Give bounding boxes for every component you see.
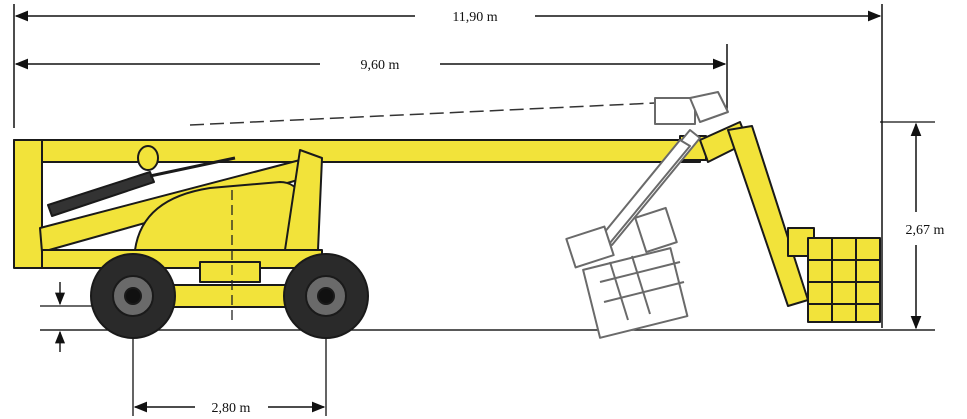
boom-reach-label: 9,60 m	[361, 58, 400, 73]
platform-basket	[807, 237, 881, 323]
aerial-work-platform	[13, 121, 881, 339]
boom-end-frame	[13, 139, 43, 269]
jib-boom	[727, 125, 809, 307]
main-boom	[13, 139, 701, 163]
chassis-body	[134, 181, 311, 251]
platform-height-label: 2,67 m	[906, 223, 945, 238]
turntable	[199, 261, 261, 283]
wheelbase-label: 2,80 m	[212, 401, 251, 416]
alternate-position-outline	[565, 91, 729, 339]
dimension-boom-reach: 9,60 m	[14, 44, 728, 112]
dimension-overall-length: 11,90 m	[13, 4, 883, 328]
mast-pivot	[137, 145, 159, 171]
front-wheel	[90, 253, 176, 339]
chassis-frame	[41, 249, 323, 269]
overall-length-label: 11,90 m	[452, 10, 497, 25]
rear-wheel	[283, 253, 369, 339]
boom-reference-dashed-line	[189, 102, 656, 126]
dimension-platform-height: 2,67 m	[880, 121, 945, 330]
ground-clearance-marker	[40, 282, 96, 352]
lift-cylinder	[47, 171, 155, 217]
